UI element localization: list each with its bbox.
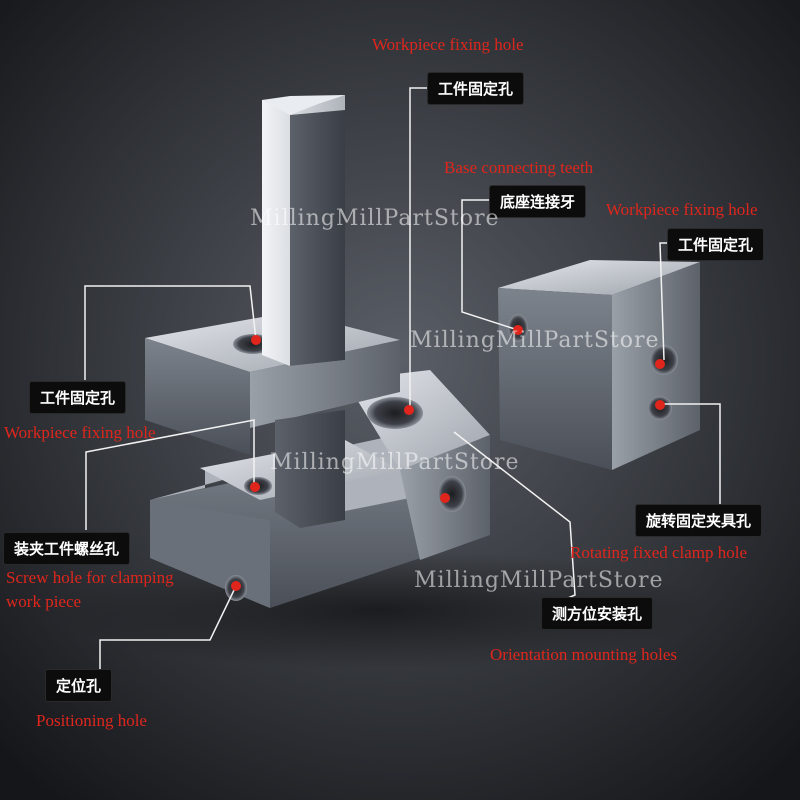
marker-dot <box>251 335 261 345</box>
tag-right-fix-cn: 工件固定孔 <box>668 229 764 260</box>
label-position-en: Positioning hole <box>36 711 147 730</box>
label-orient-en: Orientation mounting holes <box>490 645 677 664</box>
watermark: MillingMillPartStore <box>410 328 660 353</box>
tag-top-cn: 工件固定孔 <box>428 73 524 104</box>
right-block <box>498 260 700 470</box>
marker-dot <box>655 400 665 410</box>
label-right-fix-en: Workpiece fixing hole <box>606 200 758 219</box>
watermark: MillingMillPartStore <box>270 450 520 475</box>
marker-dot <box>231 581 241 591</box>
label-base-teeth-en: Base connecting teeth <box>444 158 594 177</box>
label-left-fix-en: Workpiece fixing hole <box>4 423 156 442</box>
tag-orient-cn: 测方位安装孔 <box>542 598 653 629</box>
tag-screw-cn: 装夹工件螺丝孔 <box>4 533 130 564</box>
tag-rotate-cn: 旋转固定夹具孔 <box>636 505 762 536</box>
label-screw-en-1: Screw hole for clamping <box>6 568 174 587</box>
label-screw-en-2: work piece <box>6 592 82 611</box>
hole-markers <box>231 325 665 591</box>
marker-dot <box>250 482 260 492</box>
marker-dot <box>404 405 414 415</box>
tag-base-teeth-cn: 底座连接牙 <box>490 186 586 217</box>
marker-dot <box>440 493 450 503</box>
watermark: MillingMillPartStore <box>414 568 664 593</box>
tag-left-fix-cn: 工件固定孔 <box>30 382 126 413</box>
label-top-en: Workpiece fixing hole <box>372 35 524 54</box>
watermark: MillingMillPartStore <box>250 206 500 231</box>
tag-position-cn: 定位孔 <box>46 670 112 701</box>
marker-dot <box>513 325 523 335</box>
label-rotate-en: Rotating fixed clamp hole <box>570 543 748 562</box>
leader-lines <box>84 87 721 670</box>
marker-dot <box>655 359 665 369</box>
